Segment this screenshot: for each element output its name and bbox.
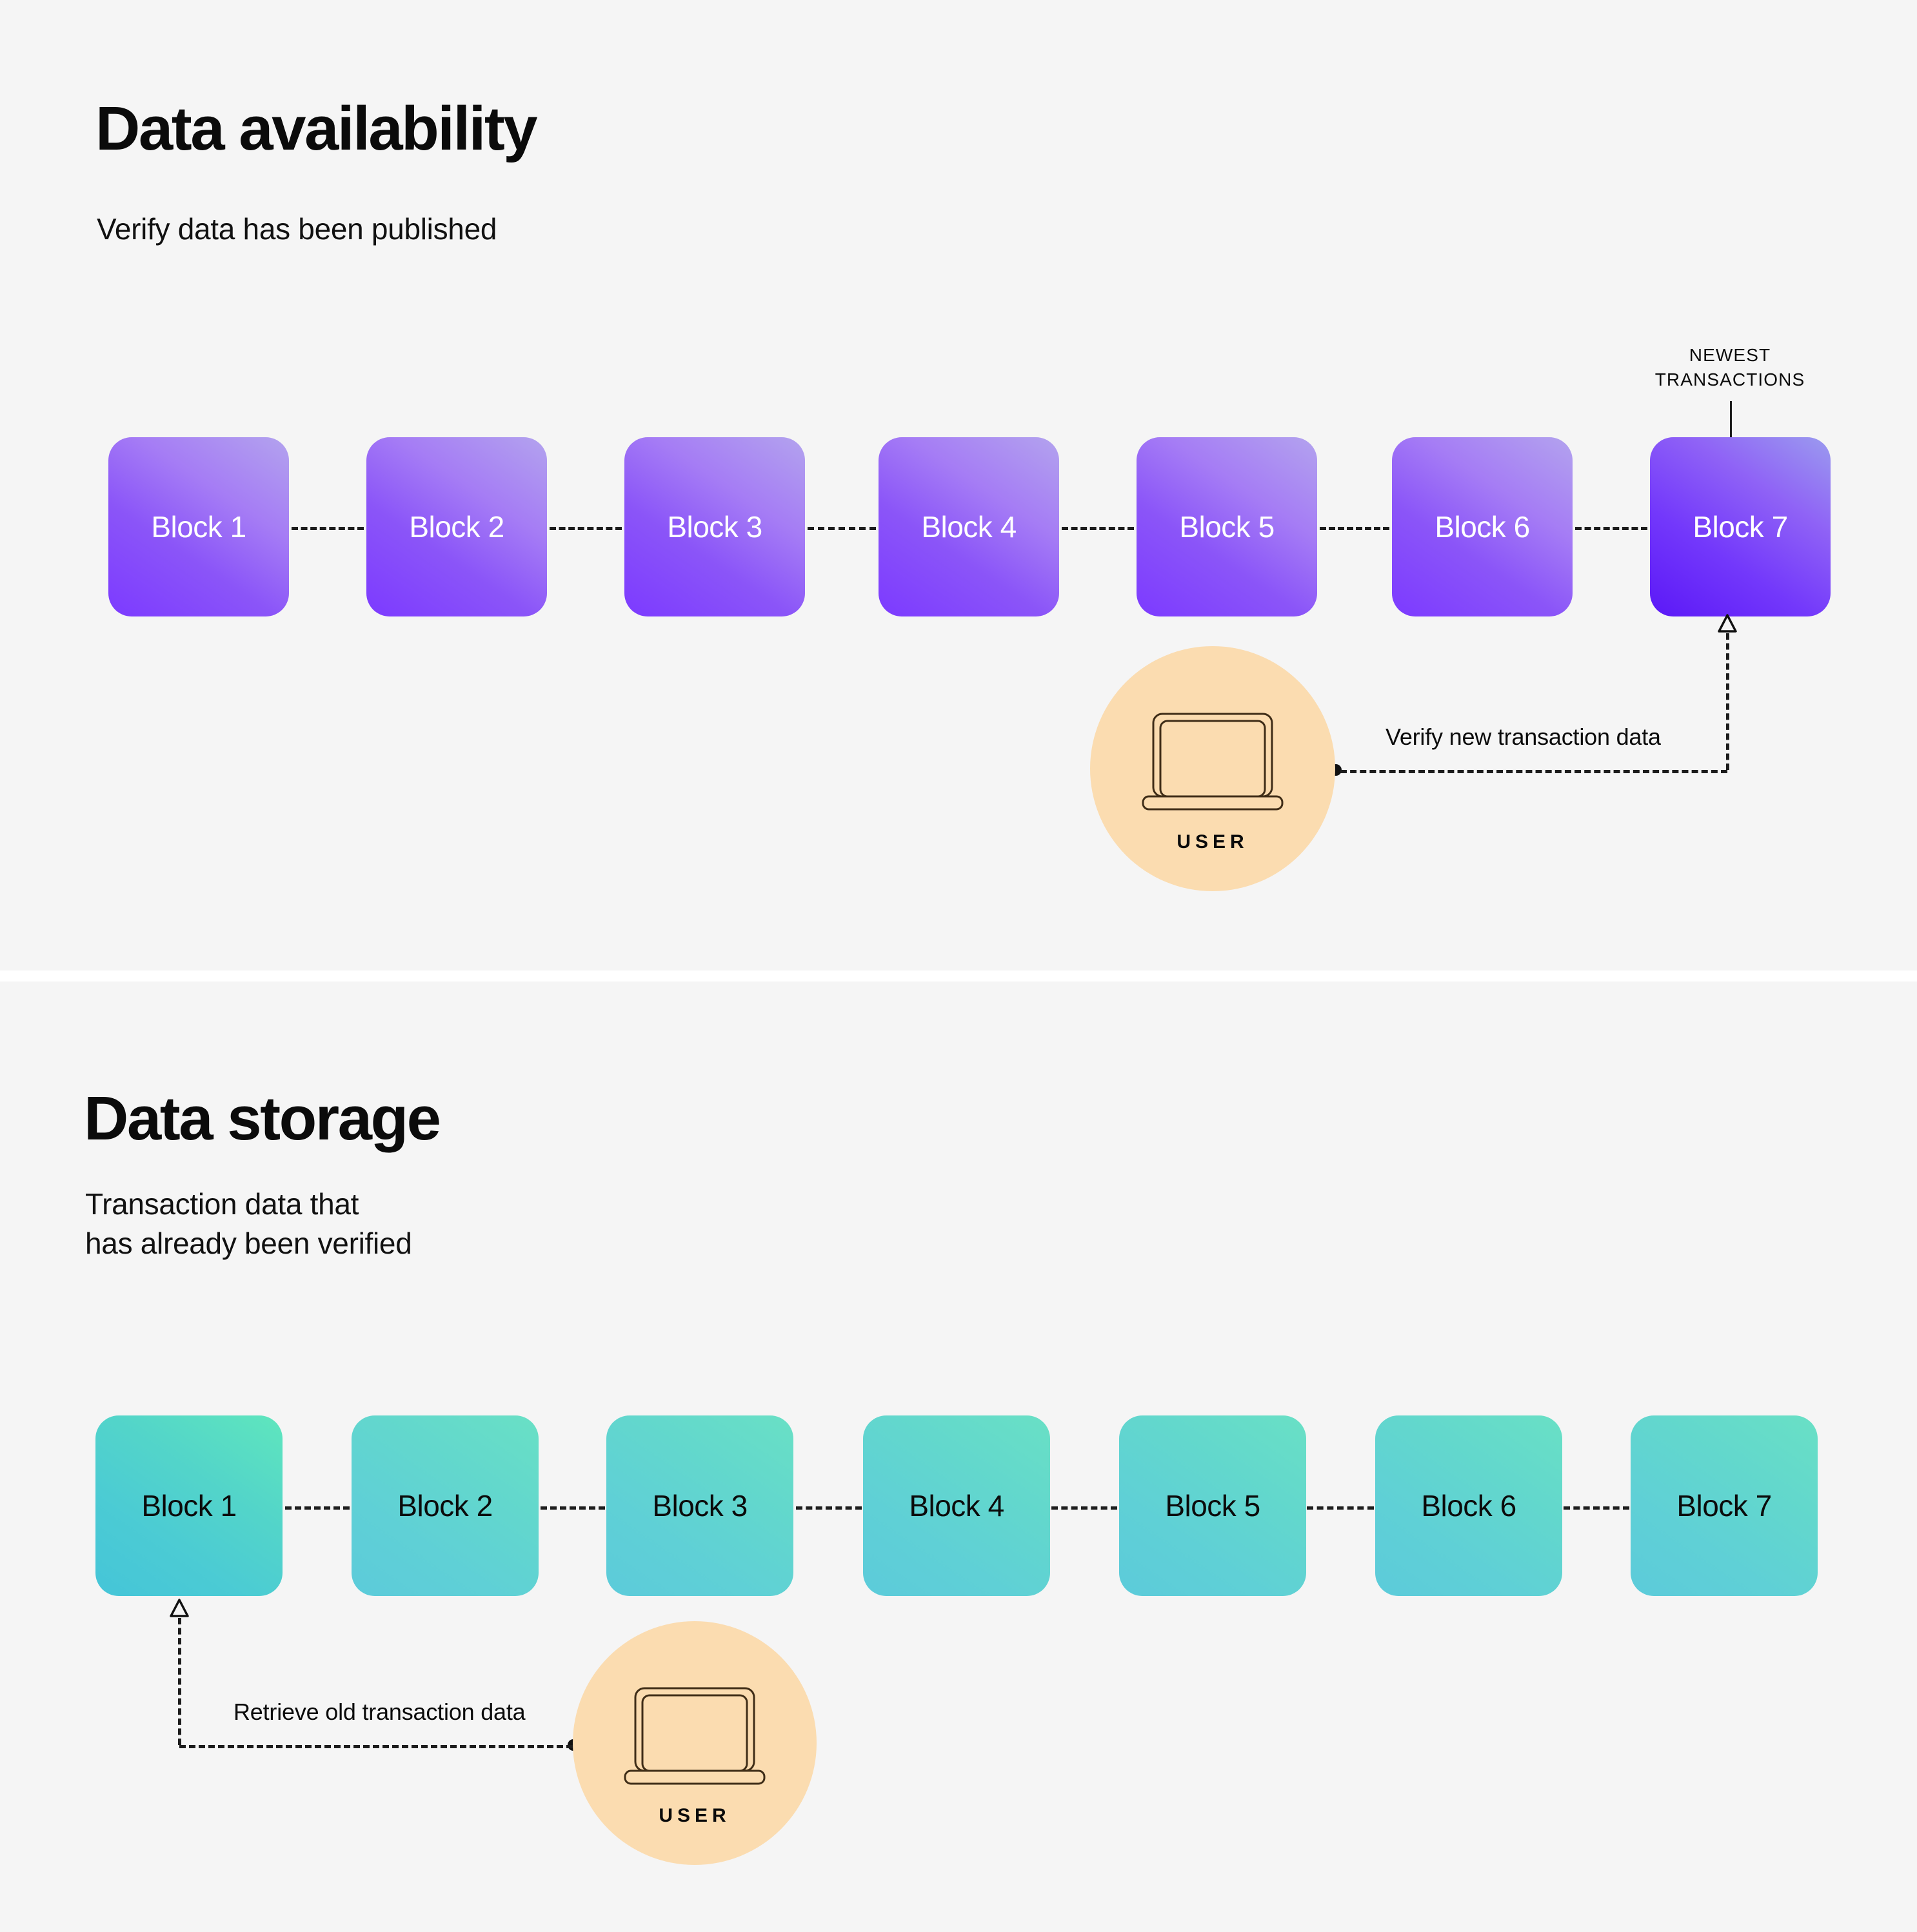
section-title-data-storage: Data storage — [84, 1084, 441, 1153]
connector-4-5 — [1062, 527, 1134, 530]
arrowhead-up-verify — [1716, 613, 1739, 639]
block-2[interactable]: Block 2 — [366, 437, 547, 616]
newest-transactions-stem — [1730, 401, 1732, 444]
user-label: USER — [659, 1805, 731, 1826]
block-5[interactable]: Block 5 — [1137, 437, 1317, 616]
block-3[interactable]: Block 3 — [624, 437, 805, 616]
connector-2-3 — [541, 1506, 605, 1510]
user-node-availability[interactable]: USER — [1090, 646, 1335, 891]
section-title-data-availability: Data availability — [95, 94, 538, 163]
block-1[interactable]: Block 1 — [108, 437, 289, 616]
section-data-storage: Data storage Transaction data that has a… — [0, 981, 1917, 1932]
connector-6-7 — [1575, 527, 1647, 530]
blockchain-row-availability: Block 1 Block 2 Block 3 Block 4 Block 5 … — [0, 437, 1917, 631]
laptop-icon — [1142, 712, 1284, 815]
annotation-line-verify-horizontal — [1340, 770, 1727, 773]
blockchain-row-storage: Block 1 Block 2 Block 3 Block 4 Block 5 … — [0, 1415, 1917, 1609]
section-subtitle-data-storage: Transaction data that has already been v… — [85, 1187, 412, 1261]
connector-2-3 — [550, 527, 622, 530]
connector-1-2 — [292, 527, 364, 530]
block-4[interactable]: Block 4 — [879, 437, 1059, 616]
connector-5-6 — [1320, 527, 1389, 530]
annotation-line-retrieve-vertical — [178, 1618, 181, 1745]
section-subtitle-data-availability: Verify data has been published — [97, 212, 497, 246]
block-3[interactable]: Block 3 — [606, 1415, 793, 1596]
block-5[interactable]: Block 5 — [1119, 1415, 1306, 1596]
connector-6-7 — [1564, 1506, 1629, 1510]
block-6[interactable]: Block 6 — [1392, 437, 1573, 616]
section-data-availability: Data availability Verify data has been p… — [0, 94, 1917, 891]
connector-1-2 — [285, 1506, 350, 1510]
user-circle-background — [1090, 646, 1335, 891]
annotation-line-retrieve-horizontal — [179, 1745, 573, 1748]
user-circle-background — [573, 1621, 817, 1865]
connector-5-6 — [1307, 1506, 1374, 1510]
block-6[interactable]: Block 6 — [1375, 1415, 1562, 1596]
connector-4-5 — [1051, 1506, 1117, 1510]
user-label: USER — [1177, 831, 1249, 853]
newest-transactions-label: NEWEST TRANSACTIONS — [1654, 345, 1805, 389]
annotation-line-verify-vertical — [1726, 633, 1729, 770]
laptop-icon — [624, 1686, 766, 1789]
block-2[interactable]: Block 2 — [352, 1415, 539, 1596]
annotation-label-verify: Verify new transaction data — [1386, 724, 1661, 750]
block-1[interactable]: Block 1 — [95, 1415, 283, 1596]
block-7[interactable]: Block 7 — [1650, 437, 1831, 616]
user-node-storage[interactable]: USER — [573, 1621, 817, 1865]
connector-3-4 — [808, 527, 876, 530]
block-7[interactable]: Block 7 — [1631, 1415, 1818, 1596]
section-divider — [0, 971, 1917, 981]
block-4[interactable]: Block 4 — [863, 1415, 1050, 1596]
connector-3-4 — [796, 1506, 862, 1510]
arrowhead-up-retrieve — [168, 1597, 191, 1624]
annotation-label-retrieve: Retrieve old transaction data — [233, 1699, 526, 1725]
